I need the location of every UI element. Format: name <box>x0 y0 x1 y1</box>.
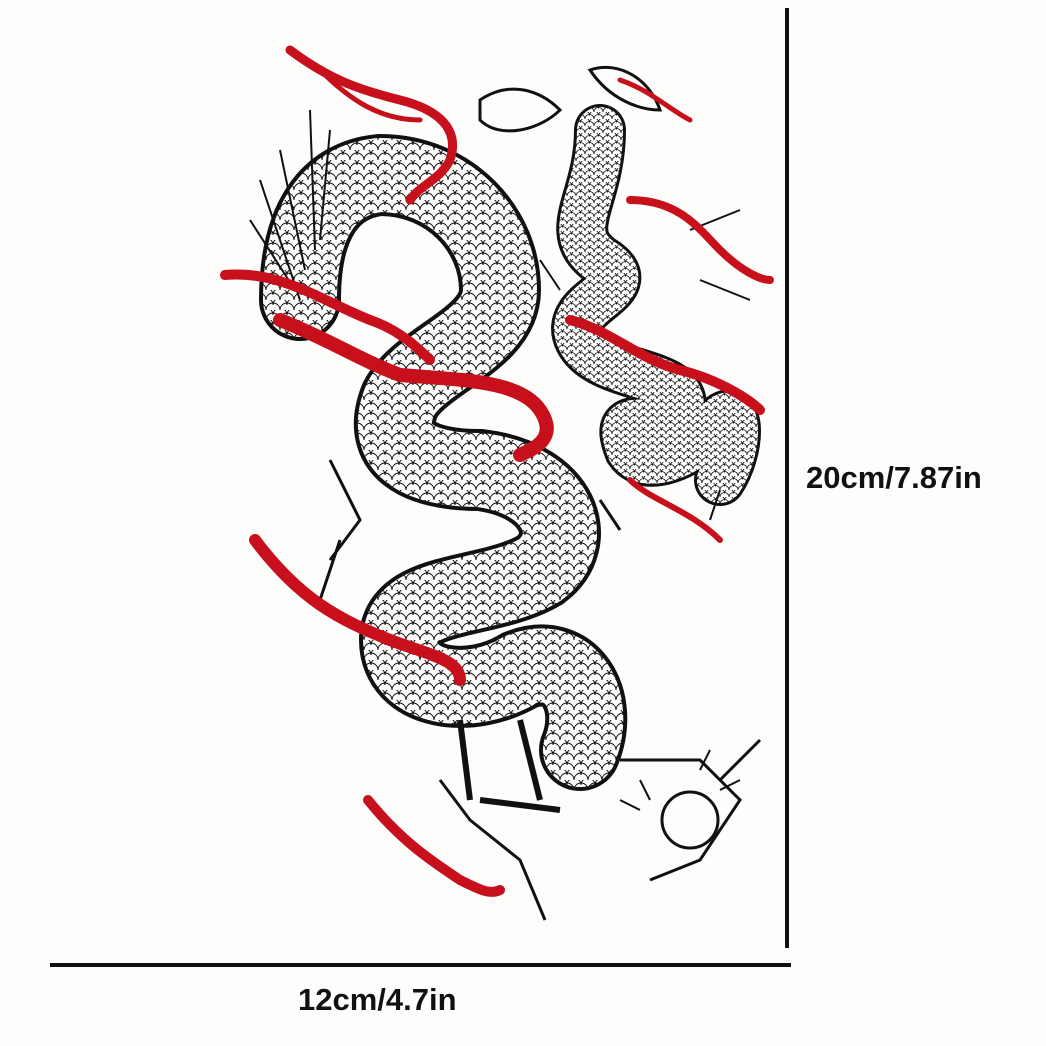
red-cloud-swirls <box>220 45 774 897</box>
height-label: 20cm/7.87in <box>806 460 982 495</box>
large-dragon <box>249 109 762 921</box>
width-label: 12cm/4.7in <box>298 982 457 1017</box>
small-dragon <box>478 65 761 521</box>
